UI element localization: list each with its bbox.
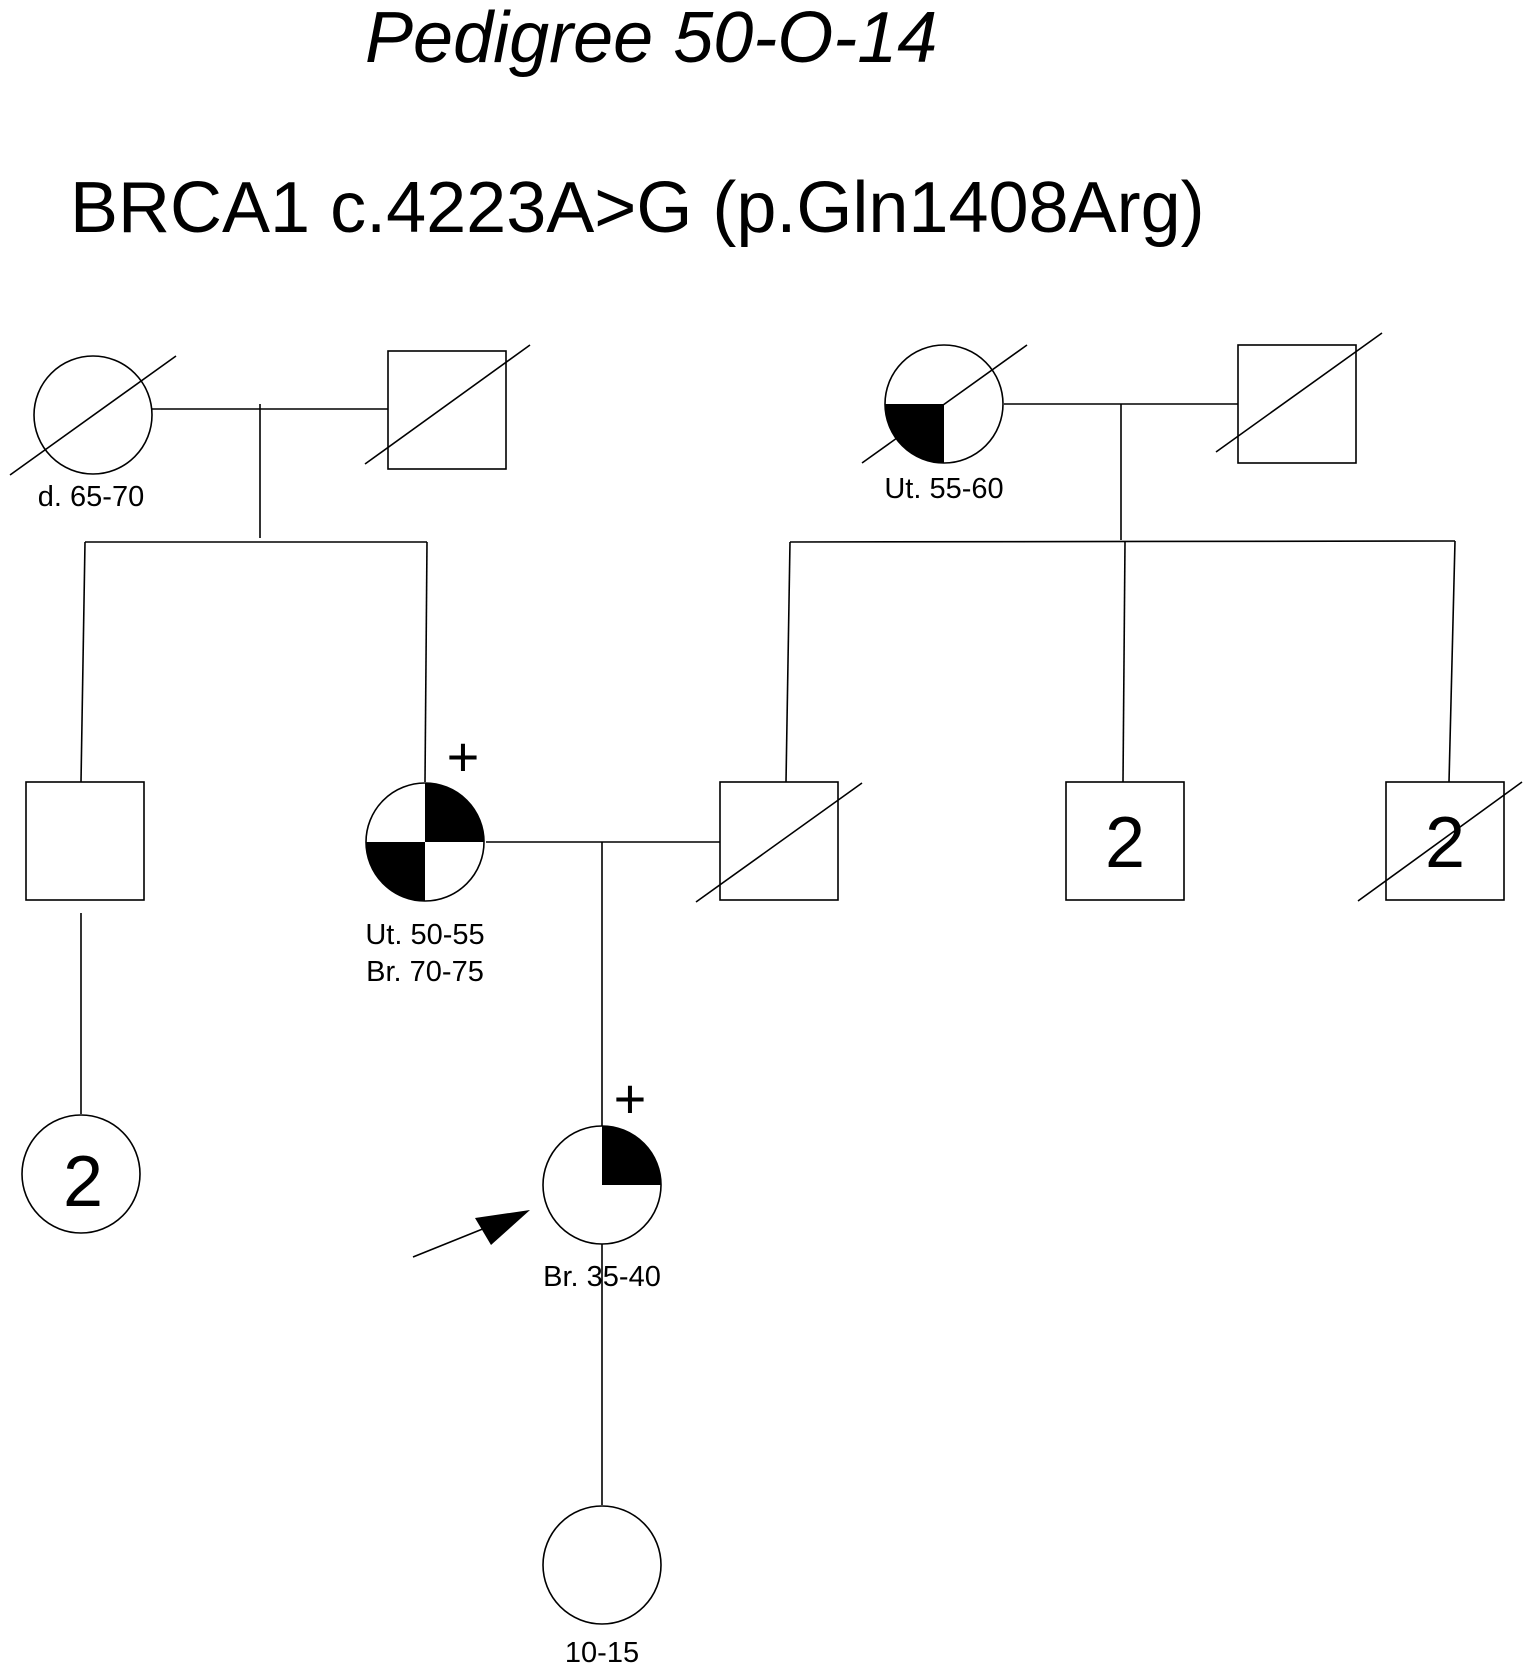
affected-quadrant	[602, 1126, 661, 1185]
pedigree-lines	[80, 403, 1456, 1505]
individual-label: Ut. 55-60	[884, 473, 1003, 505]
brothers-deceased: 2	[1357, 781, 1523, 902]
paternal-grandfather	[364, 344, 531, 470]
father	[695, 781, 863, 903]
sibling-count: 2	[1425, 803, 1465, 883]
affected-quadrant	[425, 783, 484, 842]
carrier-sign: +	[447, 725, 480, 788]
deceased-slash	[9, 355, 177, 476]
mother: + Ut. 50-55 Br. 70-75	[365, 725, 485, 988]
sibship-line-gen2-right	[789, 540, 1456, 543]
individual-label: Br. 35-40	[543, 1261, 661, 1293]
deceased-slash	[1357, 781, 1523, 902]
drop-line-uncle	[80, 541, 86, 783]
sibling-count: 2	[63, 1142, 103, 1222]
individual-label: d. 65-70	[38, 481, 144, 513]
proband: + Br. 35-40	[412, 1067, 662, 1293]
deceased-slash	[364, 344, 531, 465]
uncle	[25, 781, 145, 901]
affected-quadrant	[885, 404, 944, 463]
pedigree-title: Pedigree 50-O-14	[365, 0, 937, 78]
daughter: 10-15	[542, 1505, 662, 1669]
proband-arrow-icon	[475, 1210, 530, 1245]
cousins: 2	[21, 1114, 141, 1234]
paternal-grandmother: d. 65-70	[9, 355, 177, 513]
drop-line-father	[785, 541, 791, 783]
drop-line-brothers-deceased	[1448, 540, 1456, 783]
individual-label-line2: Br. 70-75	[366, 956, 484, 988]
sibling-count: 2	[1105, 803, 1145, 883]
drop-line-mother	[424, 541, 428, 783]
deceased-slash	[695, 782, 863, 903]
affected-quadrant	[366, 842, 425, 901]
maternal-grandmother: Ut. 55-60	[861, 344, 1028, 505]
maternal-grandfather	[1215, 332, 1383, 464]
deceased-slash	[1215, 332, 1383, 453]
carrier-sign: +	[614, 1067, 647, 1130]
brothers-living: 2	[1065, 781, 1185, 901]
individual-label-line1: Ut. 50-55	[365, 919, 484, 951]
deceased-slash	[861, 344, 1028, 464]
variant-title: BRCA1 c.4223A>G (p.Gln1408Arg)	[70, 168, 1205, 248]
individual-label: 10-15	[565, 1637, 639, 1669]
drop-line-brothers-living	[1122, 541, 1126, 783]
